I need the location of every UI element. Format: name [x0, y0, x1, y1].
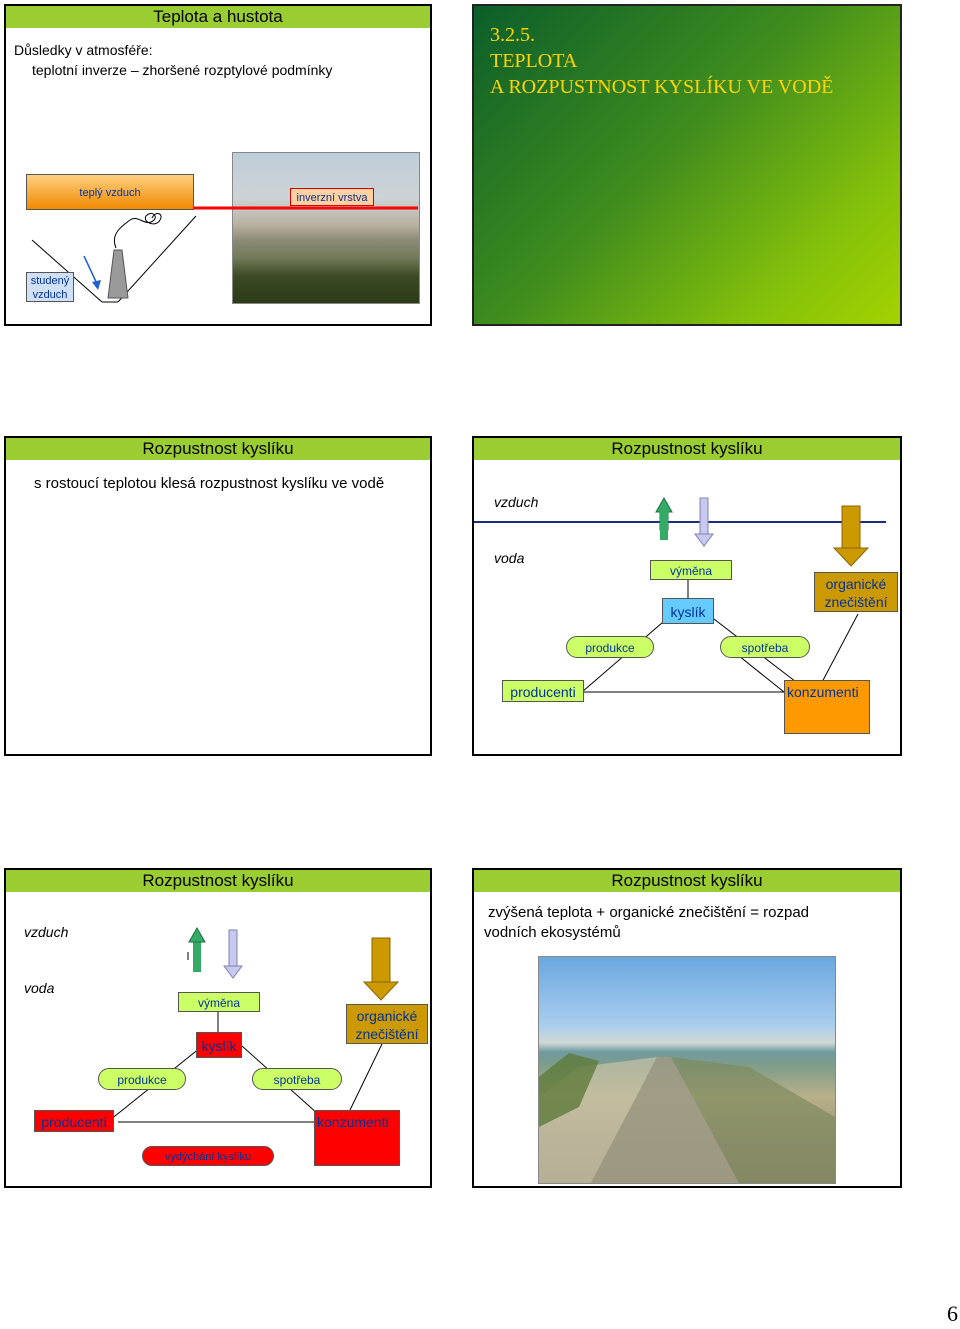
pollution-box: organické znečištění	[814, 572, 898, 612]
slide-oxygen-cycle: Rozpustnost kyslíku vzduch voda výměna k…	[472, 436, 902, 756]
page-number: 6	[947, 1301, 958, 1326]
pollution-arrowhead	[832, 547, 870, 567]
production-label: produkce	[585, 641, 635, 655]
pollution-box: organické znečištění	[346, 1004, 428, 1044]
inversion-photo	[232, 152, 420, 304]
exchange-label: výměna	[197, 996, 241, 1010]
cold-air-arrowhead	[92, 280, 101, 290]
pollution-shaft	[371, 937, 391, 985]
consumers-box: konzumenti	[314, 1110, 400, 1166]
production-label: produkce	[117, 1073, 167, 1087]
pollution-arrowhead	[362, 981, 400, 1001]
oxygen-out-arrow	[188, 926, 206, 943]
pollution-to-consumers-link	[819, 613, 859, 687]
cold-air-label-2: vzduch	[32, 289, 68, 301]
slide-text-line-1: zvýšená teplota + organické znečištění =…	[488, 904, 810, 921]
consumption-label: spotřeba	[273, 1073, 321, 1087]
pollution-to-consumers-link	[349, 1043, 383, 1111]
consumers-box: konzumenti	[784, 680, 870, 734]
smoke-plume	[114, 213, 162, 249]
cold-air-box: studený vzduch	[26, 272, 74, 302]
oxygen-cycle-diagram	[474, 496, 886, 693]
inversion-diagram	[31, 206, 418, 303]
valley-right-slope	[117, 215, 197, 303]
slide-oxygen-cycle-polluted: Rozpustnost kyslíku vzduch voda výměna k…	[4, 868, 432, 1188]
slide-title: Rozpustnost kyslíku	[6, 870, 430, 892]
slide-title-oxygen: 3.2.5. TEPLOTA A ROZPUSTNOST KYSLÍKU VE …	[472, 4, 902, 326]
oxygen-in-arrowhead	[694, 533, 714, 547]
breathing-box: vydýchání kyslíku	[142, 1146, 274, 1166]
oxygen-in-arrowhead	[223, 965, 243, 979]
pollution-shaft	[841, 505, 861, 551]
valley-left-slope	[31, 239, 103, 303]
consumers-label: konzumenti	[787, 684, 859, 700]
water-label: voda	[494, 550, 525, 566]
chapter-title-1: TEPLOTA	[490, 50, 578, 72]
oxygen-box: kyslík	[196, 1032, 242, 1058]
chapter-number: 3.2.5.	[490, 24, 535, 46]
slide-text-line-1: Důsledky v atmosféře:	[14, 42, 153, 58]
slide-text-line-2: teplotní inverze – zhoršené rozptylové p…	[32, 62, 333, 78]
oxygen-in-shaft	[228, 929, 238, 969]
slide-ecosystem-collapse: Rozpustnost kyslíku zvýšená teplota + or…	[472, 868, 902, 1188]
pollution-label-2: znečištění	[355, 1026, 419, 1042]
inversion-layer-label: inverzní vrstva	[296, 192, 368, 204]
warm-air-label: teplý vzduch	[79, 187, 141, 199]
canal-shape	[539, 1053, 835, 1183]
consumption-label: spotřeba	[741, 641, 789, 655]
slide-text-line-2: vodních ekosystémů	[484, 924, 621, 941]
exchange-box: výměna	[178, 992, 260, 1012]
slide-title: Rozpustnost kyslíku	[474, 870, 900, 892]
producers-label: producenti	[41, 1114, 107, 1130]
warm-air-box: teplý vzduch	[26, 174, 194, 210]
pollution-label-2: znečištění	[824, 594, 888, 610]
exchange-label: výměna	[669, 564, 713, 578]
inversion-layer-box: inverzní vrstva	[290, 188, 374, 206]
slide-title: Rozpustnost kyslíku	[474, 438, 900, 460]
pollution-label-1: organické	[825, 576, 887, 592]
production-box: produkce	[566, 636, 654, 658]
chapter-title-2: A ROZPUSTNOST KYSLÍKU VE VODĚ	[490, 76, 834, 98]
slide-title: Rozpustnost kyslíku	[6, 438, 430, 460]
slide-title: Teplota a hustota	[6, 6, 430, 28]
polluted-canal-photo	[538, 956, 836, 1184]
producers-box: producenti	[34, 1110, 114, 1132]
consumers-label: konzumenti	[317, 1114, 389, 1130]
oxygen-box: kyslík	[662, 598, 714, 624]
production-box: produkce	[98, 1068, 186, 1090]
air-label: vzduch	[24, 924, 69, 940]
cold-air-arrow	[83, 255, 99, 287]
slide-temperature-density: Teplota a hustota Důsledky v atmosféře: …	[4, 4, 432, 326]
breathing-label: vydýchání kyslíku	[164, 1151, 252, 1163]
cold-air-label-1: studený	[30, 275, 70, 287]
oxygen-cycle-polluted-diagram	[109, 926, 400, 1123]
slide-text: s rostoucí teplotou klesá rozpustnost ky…	[34, 475, 385, 492]
consumption-box: spotřeba	[252, 1068, 342, 1090]
oxygen-label: kyslík	[201, 1038, 237, 1054]
producers-label: producenti	[510, 684, 576, 700]
slide-oxygen-solubility-text: Rozpustnost kyslíku s rostoucí teplotou …	[4, 436, 432, 756]
exchange-box: výměna	[650, 560, 732, 580]
chimney	[107, 249, 129, 299]
producers-box: producenti	[502, 680, 584, 702]
water-label: voda	[24, 980, 55, 996]
oxygen-label: kyslík	[670, 604, 706, 620]
consumption-box: spotřeba	[720, 636, 810, 658]
air-label: vzduch	[494, 494, 539, 510]
oxygen-in-shaft	[699, 497, 709, 539]
pollution-label-1: organické	[356, 1008, 418, 1024]
